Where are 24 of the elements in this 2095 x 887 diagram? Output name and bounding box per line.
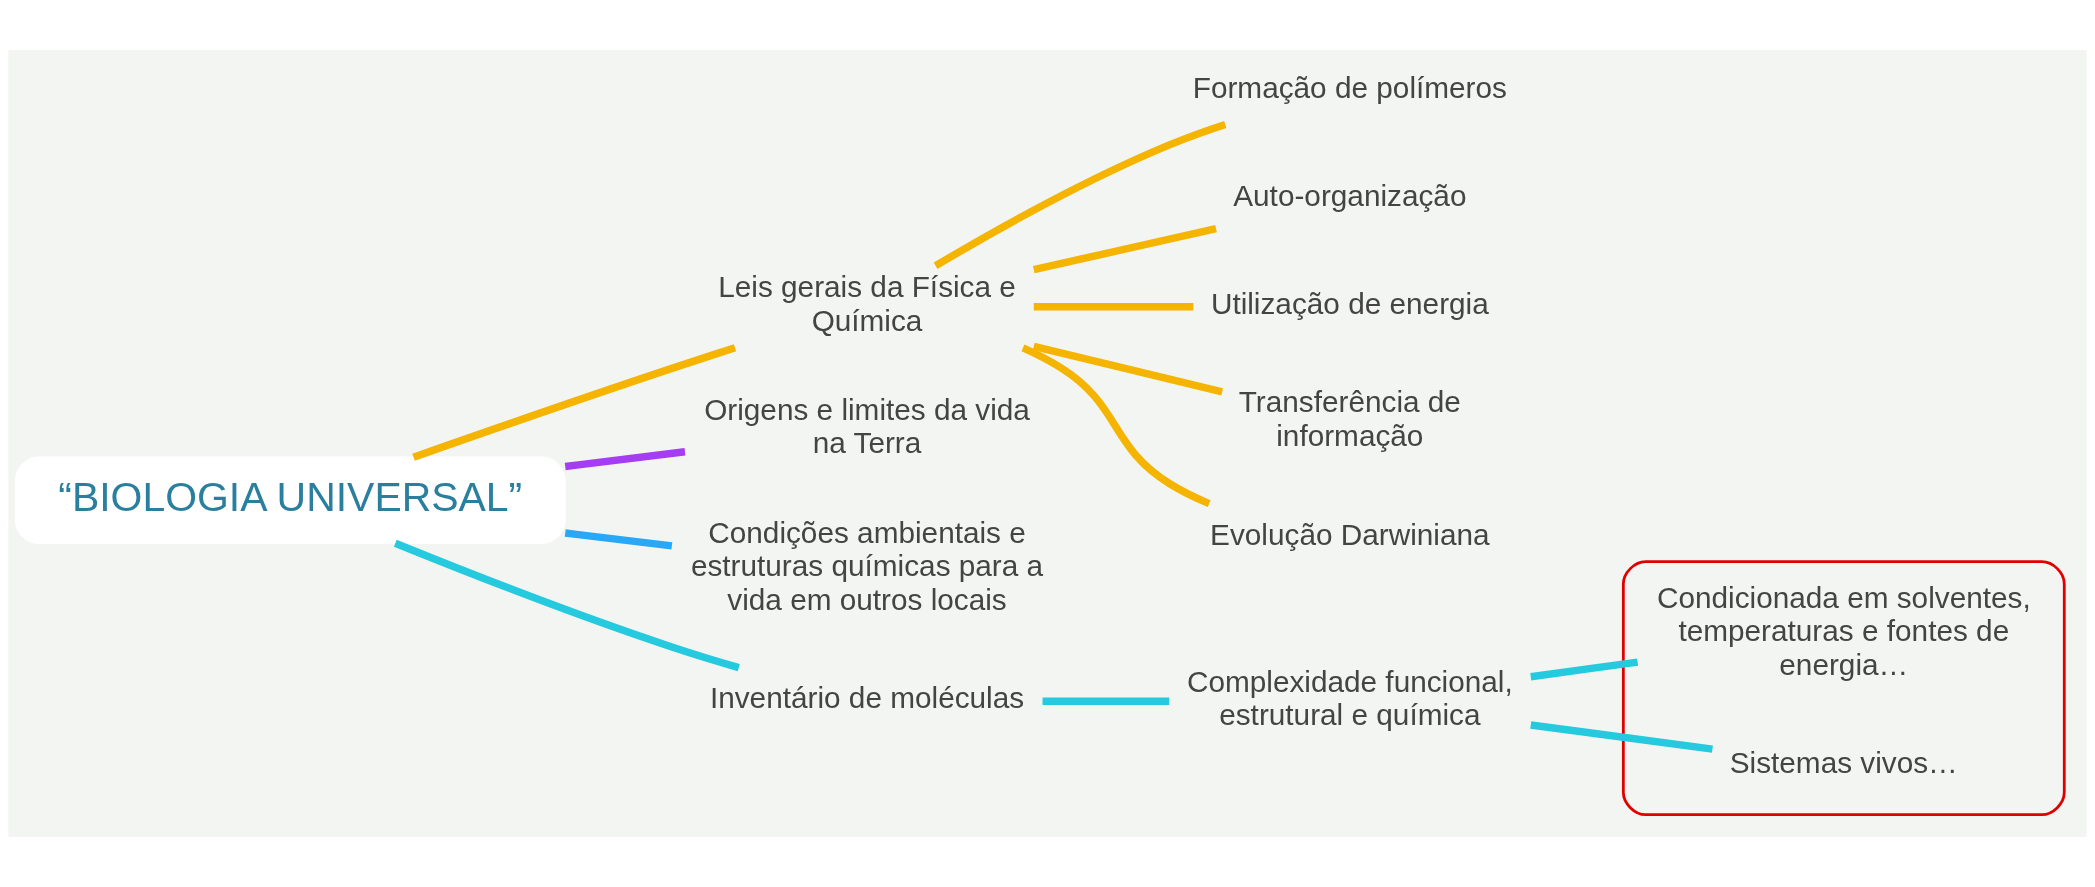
- connector: [1530, 658, 1639, 681]
- node-text: Formação de polímeros: [1192, 71, 1507, 104]
- node-text: Complexidade funcional, estrutural e química: [1186, 664, 1513, 731]
- connector: [564, 529, 673, 550]
- node-text: Inventário de moléculas: [709, 681, 1025, 715]
- node-text: Condições ambientais e estruturas químicas para a vida em outros locais: [690, 515, 1044, 616]
- connector: [1530, 721, 1713, 753]
- node-text: Utilização de energia: [1210, 286, 1489, 320]
- connector: [1021, 344, 1211, 508]
- node-text: Evolução Darwiniana: [1210, 517, 1490, 551]
- connector: [933, 120, 1227, 269]
- node-text: Leis gerais da Física e Química: [718, 270, 1016, 337]
- connector: [1032, 224, 1217, 274]
- connector: [1032, 342, 1224, 396]
- cluster: [1621, 560, 2066, 817]
- node-text: Auto-organização: [1233, 178, 1467, 212]
- node-text: Origens e limites da vida na Terra: [704, 392, 1030, 460]
- node-text: Condicionada em solventes, temperaturas e fontes de energia…: [1656, 580, 2031, 681]
- node-box: “BIOLOGIA UNIVERSAL”: [14, 456, 566, 544]
- connector: [564, 448, 686, 471]
- node-text: Transferência de informação: [1238, 385, 1461, 452]
- node-text: Sistemas vivos…: [1729, 746, 1958, 780]
- connector: [393, 539, 740, 672]
- connector: [412, 344, 737, 461]
